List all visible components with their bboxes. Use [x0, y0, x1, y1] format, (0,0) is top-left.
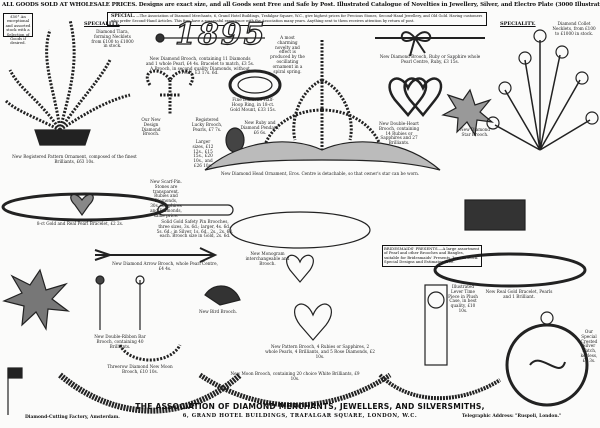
caption-clock: Illustrated Lever Time Piece in Plush Ca… [448, 284, 478, 313]
scarf-pin-2-head [135, 275, 145, 285]
caption-wings: New Diamond Head Ornament, Eros. Centre … [220, 171, 420, 176]
flag-illustration [7, 367, 23, 379]
footer-company: THE ASSOCIATION OF DIAMOND MERCHANTS, JE… [135, 402, 485, 411]
footer-factory: Diamond-Cutting Factory, Amsterdam. [25, 415, 120, 420]
caption-interchangeable: New Monogram interchangeable and Brooch. [245, 251, 290, 266]
caption-gold-bracelet: New Real Gold Bracelet, Pearls and 1 Bri… [485, 289, 553, 299]
collet-spray [486, 29, 599, 151]
double-heart-brooch [388, 77, 443, 117]
moon-brooch [118, 344, 182, 362]
caption-ring: Fine Diamond Half-Hoop Ring, in 18-ct. G… [230, 97, 276, 112]
caption-safety-pin: Solid Gold Safety Pin Brooches, three si… [156, 219, 234, 239]
caption-novelty: A most charming novelty and effect is pr… [270, 35, 305, 74]
caption-arrow: New Diamond Arrow Brooch, whole Pearl Ce… [112, 261, 218, 271]
speciality-label-right: SPECIALITY. [500, 21, 536, 27]
caption-bracelet: 8-ct Gold and Real Pearl Bracelet, £2 2s… [36, 221, 124, 226]
pocket-watch [505, 323, 589, 407]
necklace-center [198, 372, 392, 408]
bow-brooch [375, 31, 485, 57]
caption-collet: Diamond Collet Necklets, from £100 to £1… [552, 21, 596, 36]
watch-bow [540, 311, 554, 325]
caption-horseshoe: New Double-Ribbon Bar Brooch, containing… [94, 334, 146, 349]
pin-head [155, 33, 165, 43]
necklace-right [378, 373, 502, 401]
caption-moon: Threerow Diamond New Moon Brooch, £10 10… [107, 364, 173, 374]
caption-bow-brooch: New Diamond Brooch, Ruby or Sapphire who… [379, 54, 481, 64]
year-brooch-1895: 1895 [174, 16, 267, 52]
stock-notice-box: £50° An exceptional and assorted stock w… [3, 13, 33, 45]
arrow-brooch [94, 247, 218, 263]
caption-necklace: New Moon Brooch, containing 20 choice Wh… [230, 371, 360, 381]
caption-pattern: New Pattern Brooch, 4 Rubies or Sapphire… [265, 344, 375, 359]
clock-illustration [424, 284, 448, 366]
ring-inner [237, 76, 273, 94]
pearl-bracelet [1, 192, 169, 222]
bridesmaids-presents-box: BRIDESMAIDS' PRESENTS.—A large assortmen… [382, 245, 482, 267]
caption-scarf-pin: New Scarf-Pin. Stones are transparent. R… [150, 179, 182, 218]
caption-star: New Diamond Star Brooch. [459, 127, 491, 137]
speciality-label-left: SPECIALITY. [84, 21, 120, 27]
caption-ruby-pendant: New Ruby and Diamond Pendant, £6 6s. [240, 120, 280, 135]
caption-larger-sizes: Larger sizes, £12 12s., £15 15s., £20 10… [192, 139, 214, 168]
design-brooch [146, 69, 194, 115]
jewel-case [464, 199, 526, 231]
footer-address: 6, GRAND HOTEL BUILDINGS, TRAFALGAR SQUA… [182, 413, 418, 419]
heart-pendant [286, 254, 314, 283]
footer-telegraphic: Telegraphic Address: "Ruspoli, London." [462, 414, 562, 419]
wing-ornament [204, 141, 441, 171]
caption-bird: New Bird Brooch. [199, 309, 237, 314]
scarf-pin-head [95, 275, 105, 285]
caption-pendant: Registered Lucky Brooch, Pearls, £7 7s. [191, 117, 223, 132]
heart-brooch [294, 303, 332, 341]
clock-face [427, 291, 445, 309]
tiara-illustration [3, 19, 131, 146]
bird-brooch [204, 285, 241, 306]
header-banner: ALL GOODS SOLD AT WHOLESALE PRICES. Desi… [2, 2, 600, 8]
caption-watch: Our Special Crested Silver Watch, keyles… [580, 329, 598, 363]
caption-year-brooch: New Diamond Brooch, containing 11 Diamon… [145, 56, 255, 76]
safety-pin [157, 204, 234, 216]
necklace-left [58, 372, 243, 414]
spray-ornament [263, 40, 382, 150]
caption-tiara: Diamond Tiara, forming Necklets from £10… [91, 29, 134, 49]
oval-brooch [229, 211, 371, 249]
special-text: —The Association of Diamond Merchants, 6… [111, 14, 483, 24]
bracelet-heart [70, 193, 94, 217]
star-brooch [441, 88, 494, 137]
watch-monogram [529, 359, 566, 369]
ring-illustration [228, 69, 282, 101]
left-star-pendant [2, 268, 71, 331]
caption-head-ornament: New Registered Pattern Ornament, compose… [12, 154, 137, 164]
caption-hearts: New Double-Heart Brooch, containing 14 R… [378, 121, 420, 146]
caption-design-brooch: Our New Design Diamond Brooch. [141, 117, 161, 137]
gold-bracelet [433, 252, 587, 288]
special-notice-box: SPECIAL. —The Association of Diamond Mer… [107, 12, 487, 26]
special-label: SPECIAL. [111, 14, 135, 19]
